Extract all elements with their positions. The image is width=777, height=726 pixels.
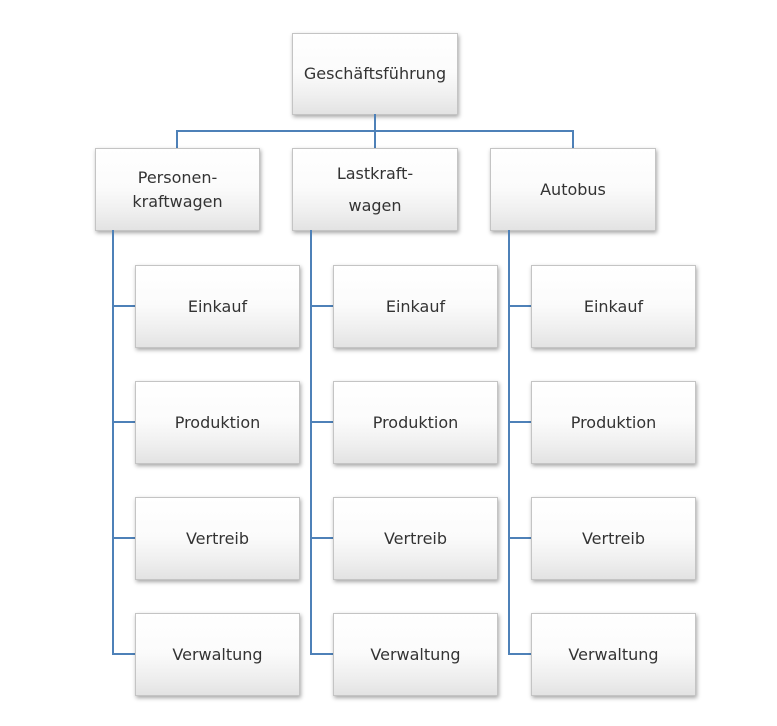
node-pkw-einkauf[interactable]: Einkauf (135, 265, 300, 348)
node-autobus[interactable]: Autobus (490, 148, 656, 231)
node-personenkraftwagen[interactable]: Personen- kraftwagen (95, 148, 260, 231)
connector-hang-lkw (310, 230, 312, 655)
connector-drop-autobus (572, 131, 574, 149)
node-pkw-produktion[interactable]: Produktion (135, 381, 300, 464)
connector-pkw-vertreib (112, 537, 136, 539)
connector-autobus-produktion (508, 421, 532, 423)
node-autobus-vertreib[interactable]: Vertreib (531, 497, 696, 580)
connector-root-stem (374, 114, 376, 131)
connector-autobus-einkauf (508, 305, 532, 307)
connector-lkw-vertreib (310, 537, 334, 539)
connector-autobus-vertreib (508, 537, 532, 539)
node-autobus-verwaltung[interactable]: Verwaltung (531, 613, 696, 696)
node-autobus-produktion[interactable]: Produktion (531, 381, 696, 464)
connector-lkw-verwaltung (310, 653, 334, 655)
node-lastkraftwagen[interactable]: Lastkraft- wagen (292, 148, 458, 231)
connector-pkw-verwaltung (112, 653, 136, 655)
node-geschaeftsfuehrung[interactable]: Geschäftsführung (292, 33, 458, 115)
connector-drop-pkw (176, 131, 178, 149)
node-lkw-vertreib[interactable]: Vertreib (333, 497, 498, 580)
node-autobus-einkauf[interactable]: Einkauf (531, 265, 696, 348)
node-pkw-verwaltung[interactable]: Verwaltung (135, 613, 300, 696)
node-lkw-verwaltung[interactable]: Verwaltung (333, 613, 498, 696)
connector-lkw-produktion (310, 421, 334, 423)
connector-hang-autobus (508, 230, 510, 655)
connector-drop-lkw (374, 131, 376, 149)
connector-lkw-einkauf (310, 305, 334, 307)
connector-pkw-einkauf (112, 305, 136, 307)
node-lkw-produktion[interactable]: Produktion (333, 381, 498, 464)
node-lkw-einkauf[interactable]: Einkauf (333, 265, 498, 348)
node-pkw-vertreib[interactable]: Vertreib (135, 497, 300, 580)
connector-autobus-verwaltung (508, 653, 532, 655)
connector-pkw-produktion (112, 421, 136, 423)
connector-hang-pkw (112, 230, 114, 655)
